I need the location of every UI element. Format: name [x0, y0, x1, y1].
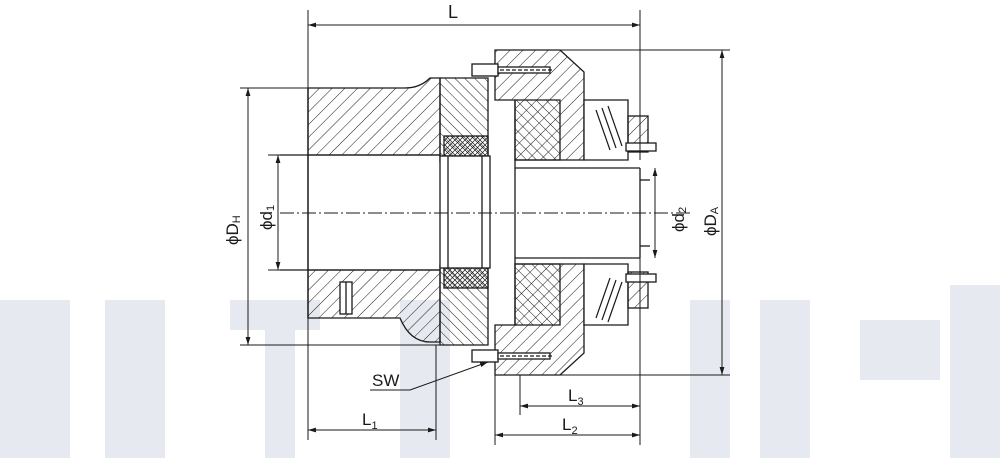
inner-sleeve-lower [514, 263, 561, 326]
left-hub-lower [307, 269, 441, 343]
knurled-ring-upper [443, 135, 489, 157]
inner-sleeve-upper [514, 99, 561, 161]
label-DH: ϕDH [223, 215, 243, 245]
label-SW: SW [372, 371, 399, 390]
bottom-bolt [471, 349, 552, 363]
label-L3: L3 [568, 386, 584, 408]
dimension-labels: L L1 L2 L3 SW ϕDH ϕd1 ϕd2 ϕDA [223, 2, 721, 437]
coupling-body [280, 49, 657, 376]
dimension-lines [240, 10, 730, 445]
knurled-ring-lower [443, 267, 489, 289]
label-L: L [448, 2, 458, 22]
spring-pack-lower [583, 263, 629, 326]
label-d1: ϕd1 [257, 205, 277, 230]
right-screws [625, 142, 657, 283]
left-hub-upper [307, 77, 441, 156]
spring-pack-upper [583, 99, 629, 161]
label-d2: ϕd2 [669, 207, 689, 232]
label-DA: ϕDA [701, 206, 721, 236]
top-bolt [471, 63, 552, 77]
label-L1: L1 [362, 410, 378, 432]
label-L2: L2 [562, 415, 578, 437]
